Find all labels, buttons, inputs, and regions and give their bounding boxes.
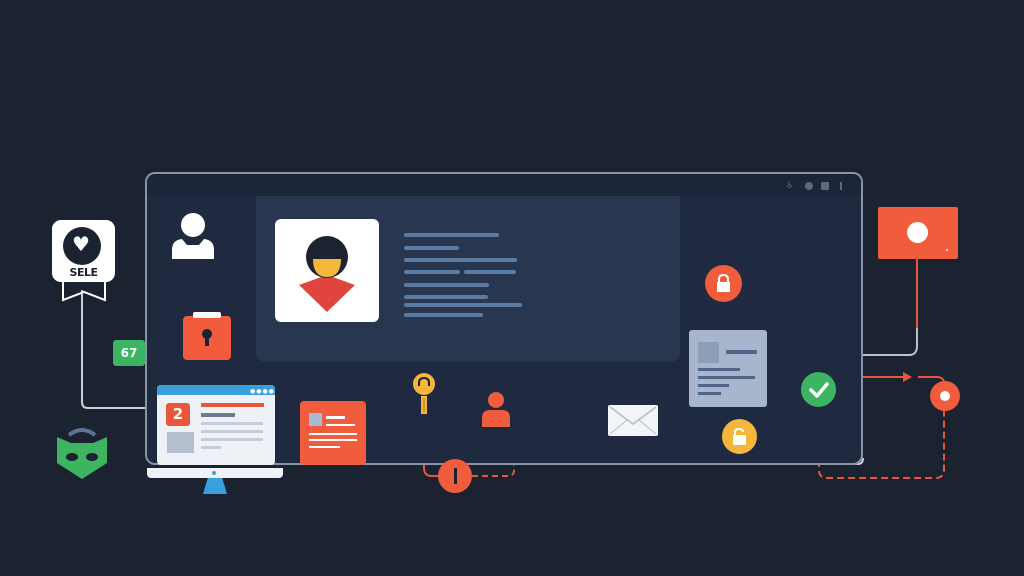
status-dot: [946, 249, 948, 251]
doc-line: [698, 368, 740, 371]
target-icon: [940, 391, 950, 401]
window-pin-control[interactable]: [840, 182, 842, 190]
document-card[interactable]: [689, 330, 767, 407]
notification-count-tile: 2: [166, 403, 190, 426]
doc-line: [698, 384, 729, 387]
record-icon: [907, 222, 928, 243]
card-line: [309, 439, 357, 441]
monitor-power-led: [212, 471, 216, 475]
window-circle-control[interactable]: [805, 182, 813, 190]
counter-chip[interactable]: 67: [113, 340, 145, 366]
lock-node-yellow[interactable]: [722, 419, 757, 454]
text-line: [404, 270, 460, 274]
text-line: [404, 258, 517, 262]
accessibility-icon[interactable]: ♿: [786, 181, 795, 191]
check-node[interactable]: [801, 372, 836, 407]
text-line: [404, 303, 522, 307]
lock-icon: [733, 427, 746, 445]
doc-line: [698, 376, 755, 379]
user-icon[interactable]: [170, 210, 216, 260]
text-line: [404, 283, 489, 287]
target-node[interactable]: [930, 381, 960, 411]
heart-icon: ♥: [72, 232, 90, 256]
check-icon: [809, 382, 829, 398]
window-square-control[interactable]: [821, 182, 829, 190]
unlock-icon[interactable]: [183, 312, 231, 360]
profile-avatar-card[interactable]: [275, 219, 379, 322]
monitor-heading-line: [201, 403, 264, 407]
user-avatar-icon: [299, 236, 355, 312]
record-box[interactable]: [878, 207, 958, 259]
doc-line: [698, 392, 721, 395]
user-icon[interactable]: [481, 390, 511, 428]
badge-ribbon-icon: [62, 282, 106, 302]
card-line: [309, 446, 340, 448]
lock-icon: [717, 273, 730, 292]
monitor-dots-icon: ●●●●: [250, 388, 275, 395]
card-line: [309, 433, 357, 435]
text-line: [404, 295, 488, 299]
mask-shield-icon[interactable]: [55, 425, 109, 481]
badge-heart-circle: [63, 227, 101, 265]
power-node[interactable]: [438, 459, 472, 493]
mail-envelope[interactable]: [608, 405, 658, 436]
orange-document-card[interactable]: [300, 401, 366, 465]
headset-icon[interactable]: [410, 372, 438, 422]
monitor-header: [157, 385, 275, 395]
text-line: [404, 313, 483, 317]
monitor-line: [201, 446, 221, 449]
monitor-image-placeholder: [167, 432, 194, 453]
window-titlebar: [147, 174, 861, 196]
monitor-line: [201, 438, 263, 441]
card-thumb: [309, 413, 322, 426]
doc-thumb: [698, 342, 719, 363]
text-line: [404, 246, 459, 250]
power-icon: [454, 468, 457, 484]
badge-label: SELE: [69, 266, 98, 279]
monitor-line: [201, 430, 263, 433]
monitor-stand: [203, 478, 227, 494]
monitor-subline: [201, 413, 235, 417]
text-line: [464, 270, 516, 274]
card-line: [326, 424, 355, 426]
monitor-line: [201, 422, 263, 425]
doc-line: [726, 350, 757, 354]
card-line: [326, 416, 345, 419]
mail-icon: [609, 406, 657, 435]
lock-node-red[interactable]: [705, 265, 742, 302]
text-line: [404, 233, 499, 237]
